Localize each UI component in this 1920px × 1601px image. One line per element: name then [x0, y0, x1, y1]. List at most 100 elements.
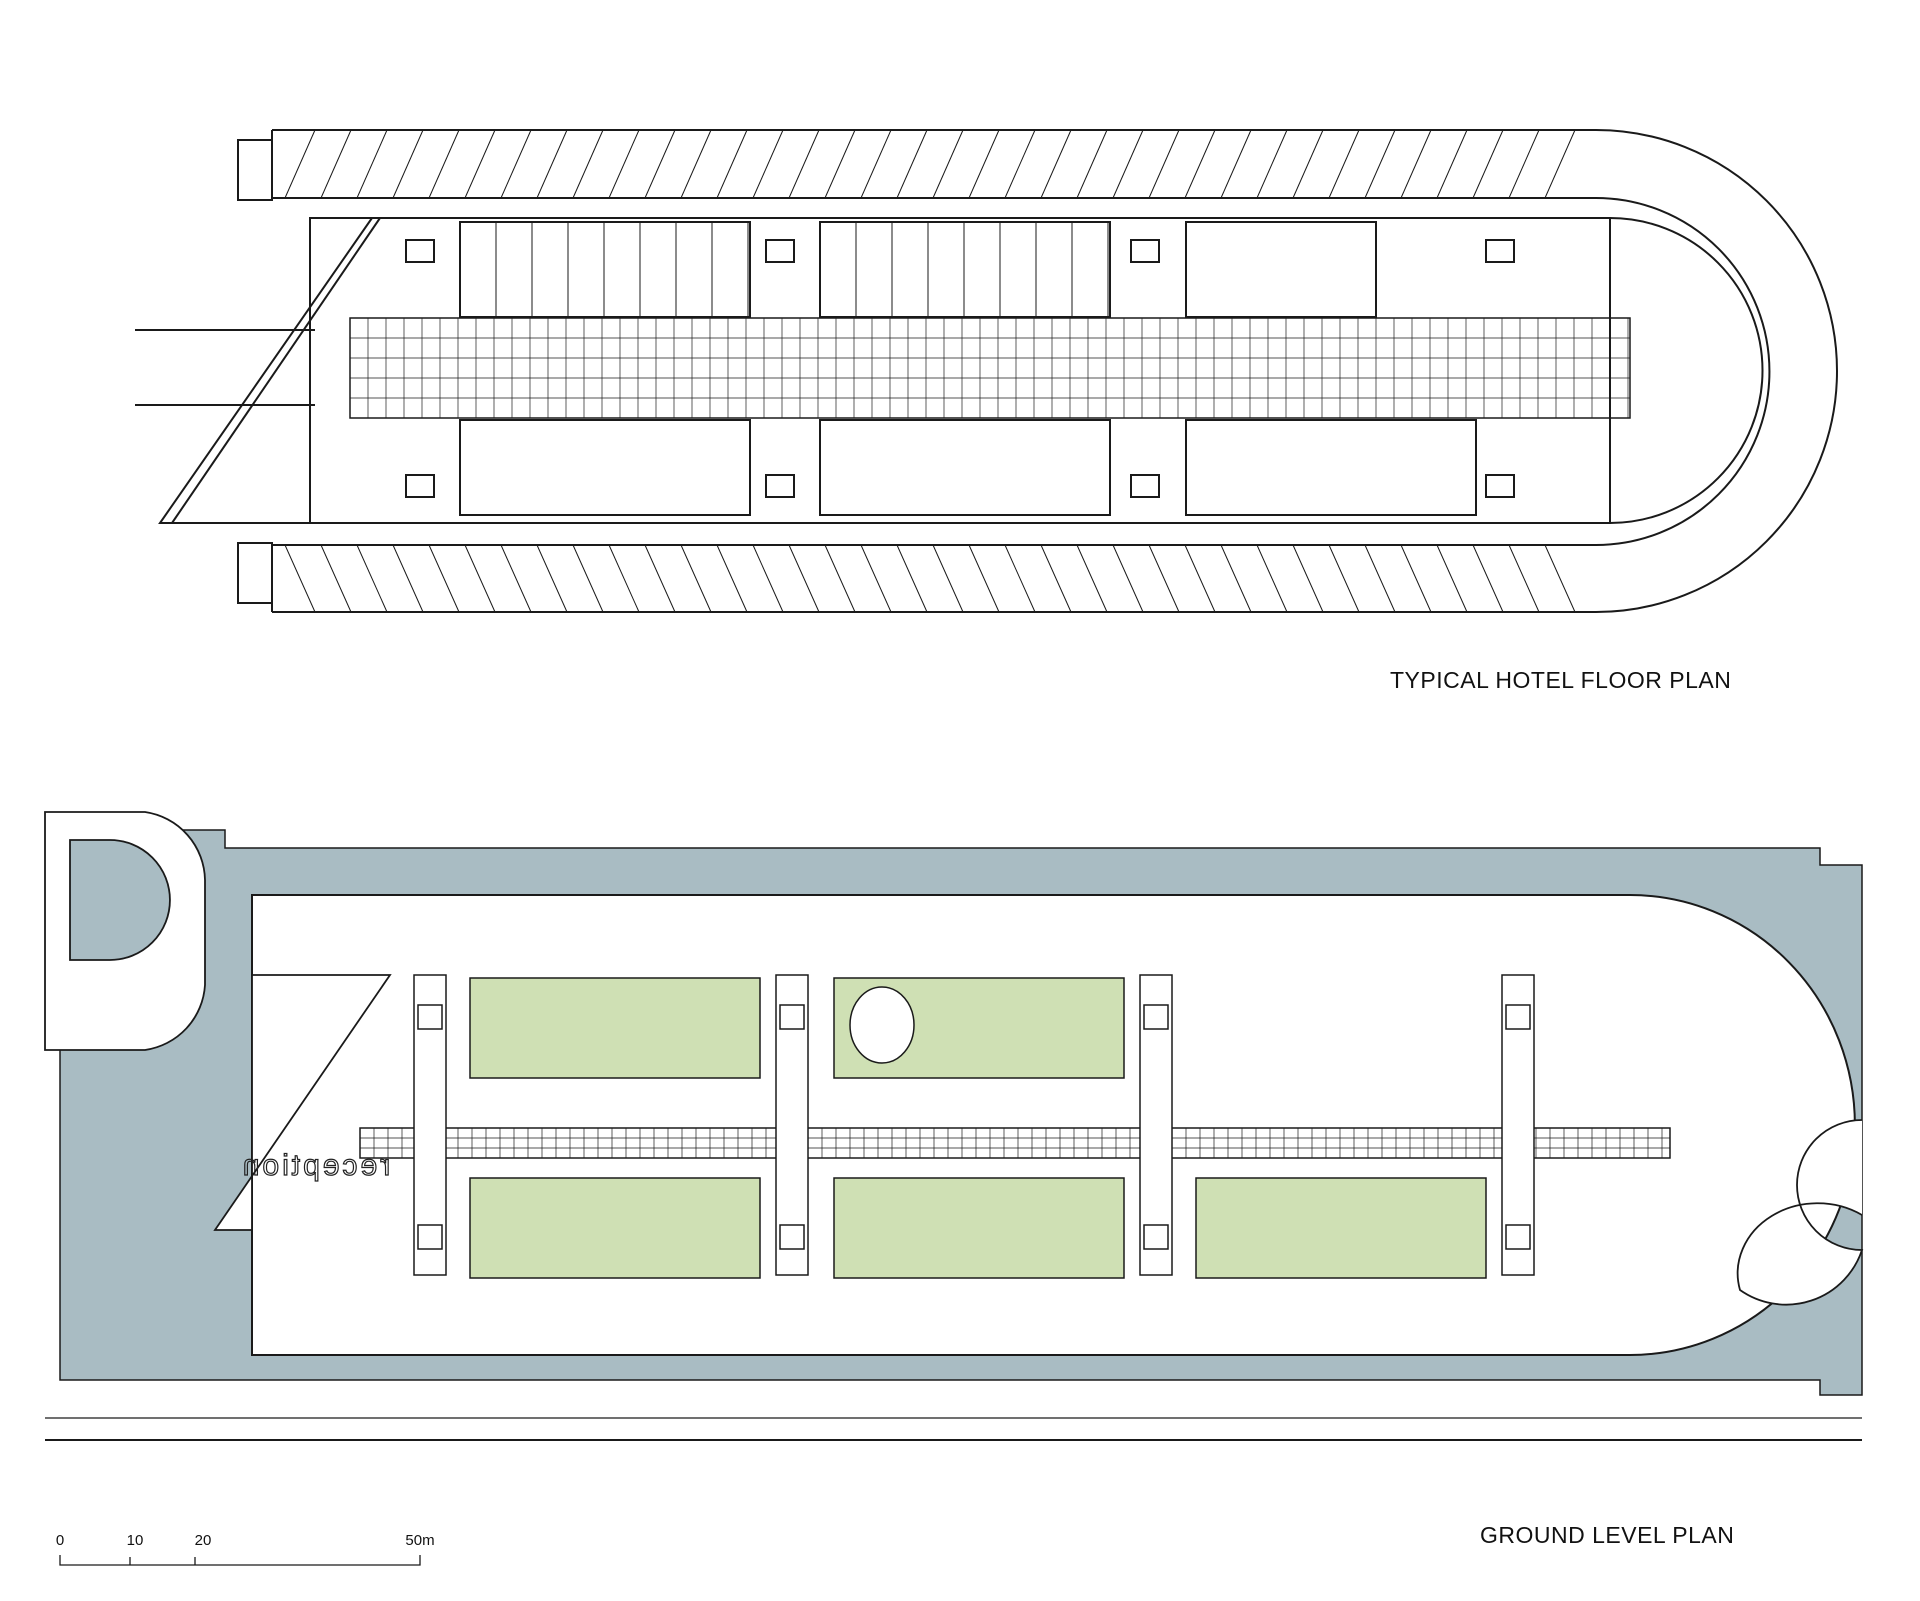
typical-top-band — [272, 129, 1838, 613]
room-partition — [1472, 129, 1504, 199]
room-partition — [320, 544, 352, 613]
room-partition — [1544, 544, 1576, 613]
core-box — [1485, 239, 1515, 263]
room-partition — [716, 544, 748, 613]
room-partition — [932, 129, 964, 199]
room-partition — [428, 544, 460, 613]
ground-turnaround — [69, 839, 171, 961]
room-partition — [1184, 129, 1216, 199]
room-partition — [1364, 544, 1396, 613]
room-partition — [1256, 544, 1288, 613]
room-partition — [1148, 544, 1180, 613]
room-partition — [572, 129, 604, 199]
room-partition — [356, 129, 388, 199]
room-partition — [536, 129, 568, 199]
reception-label: reception — [240, 1149, 390, 1182]
room-partition — [1148, 129, 1180, 199]
typical-room-hatching — [284, 129, 1576, 613]
room-partition — [536, 544, 568, 613]
lawn-south-1 — [469, 1177, 761, 1279]
room-partition — [1544, 129, 1576, 199]
ground-wedge — [213, 974, 392, 1231]
column-core — [779, 1224, 805, 1250]
core-box — [765, 474, 795, 498]
room-partition — [788, 544, 820, 613]
room-partition — [716, 129, 748, 199]
room-partition — [500, 129, 532, 199]
typical-wedge — [158, 217, 373, 524]
core-box — [1130, 239, 1160, 263]
ground-level-plan: reception — [44, 811, 1864, 1441]
room-partition — [968, 129, 1000, 199]
core-box — [405, 239, 435, 263]
core-box — [765, 239, 795, 263]
typical-atrium-end — [1609, 217, 1764, 524]
scale-bar: 0 10 20 50m — [56, 1532, 435, 1566]
room-partition — [1040, 544, 1072, 613]
room-partition — [1400, 544, 1432, 613]
room-partition — [1112, 129, 1144, 199]
typical-cores — [405, 239, 1515, 498]
scale-tick-20: 20 — [195, 1532, 212, 1549]
column-core — [779, 1004, 805, 1030]
room-partition — [1328, 544, 1360, 613]
room-partition — [860, 129, 892, 199]
column-core — [1505, 1224, 1531, 1250]
room-partition — [392, 544, 424, 613]
room-partition — [896, 544, 928, 613]
room-partition — [1256, 129, 1288, 199]
typical-top-band-inner — [272, 197, 1771, 546]
room-partition — [284, 129, 316, 199]
typical-skylight — [349, 317, 1631, 419]
typical-skylight-grid — [349, 317, 1630, 419]
typical-core-left-top — [237, 139, 273, 201]
typical-plan-title: TYPICAL HOTEL FLOOR PLAN — [1390, 667, 1732, 693]
room-partition — [1292, 544, 1324, 613]
room-partition — [680, 129, 712, 199]
room-partition — [680, 544, 712, 613]
room-partition — [1472, 544, 1504, 613]
column-core — [1143, 1004, 1169, 1030]
room-partition — [896, 129, 928, 199]
room-partition — [1076, 129, 1108, 199]
room-partition — [1400, 129, 1432, 199]
room-partition — [1436, 129, 1468, 199]
room-partition — [1364, 129, 1396, 199]
room-partition — [1040, 129, 1072, 199]
lawn-north-1 — [469, 977, 761, 1079]
column-core — [1505, 1004, 1531, 1030]
ground-building — [251, 894, 1856, 1356]
room-partition — [1112, 544, 1144, 613]
room-partition — [1184, 544, 1216, 613]
ground-plan-title: GROUND LEVEL PLAN — [1480, 1522, 1735, 1548]
room-partition — [428, 129, 460, 199]
room-partition — [572, 544, 604, 613]
scale-tick-50m: 50m — [405, 1532, 434, 1549]
room-partition — [500, 544, 532, 613]
scale-bar-line — [59, 1555, 421, 1566]
room-partition — [464, 129, 496, 199]
room-partition — [356, 544, 388, 613]
room-partition — [1292, 129, 1324, 199]
room-partition — [644, 544, 676, 613]
column-core — [417, 1224, 443, 1250]
room-partition — [320, 129, 352, 199]
core-box — [405, 474, 435, 498]
ground-grid-columns — [413, 974, 1535, 1276]
room-partition — [1508, 544, 1540, 613]
room-partition — [824, 129, 856, 199]
room-partition — [1220, 544, 1252, 613]
scale-tick-0: 0 — [56, 1532, 64, 1549]
room-partition — [1004, 129, 1036, 199]
room-partition — [932, 544, 964, 613]
typical-room-s3 — [1185, 419, 1477, 516]
lawn-south-2 — [833, 1177, 1125, 1279]
typical-core-left-bottom — [237, 542, 273, 604]
ground-promenade — [359, 1127, 1671, 1159]
room-partition — [752, 129, 784, 199]
column-core — [417, 1004, 443, 1030]
typical-floor-plan — [135, 129, 1838, 613]
typical-room-s1 — [459, 419, 751, 516]
core-box — [1130, 474, 1160, 498]
